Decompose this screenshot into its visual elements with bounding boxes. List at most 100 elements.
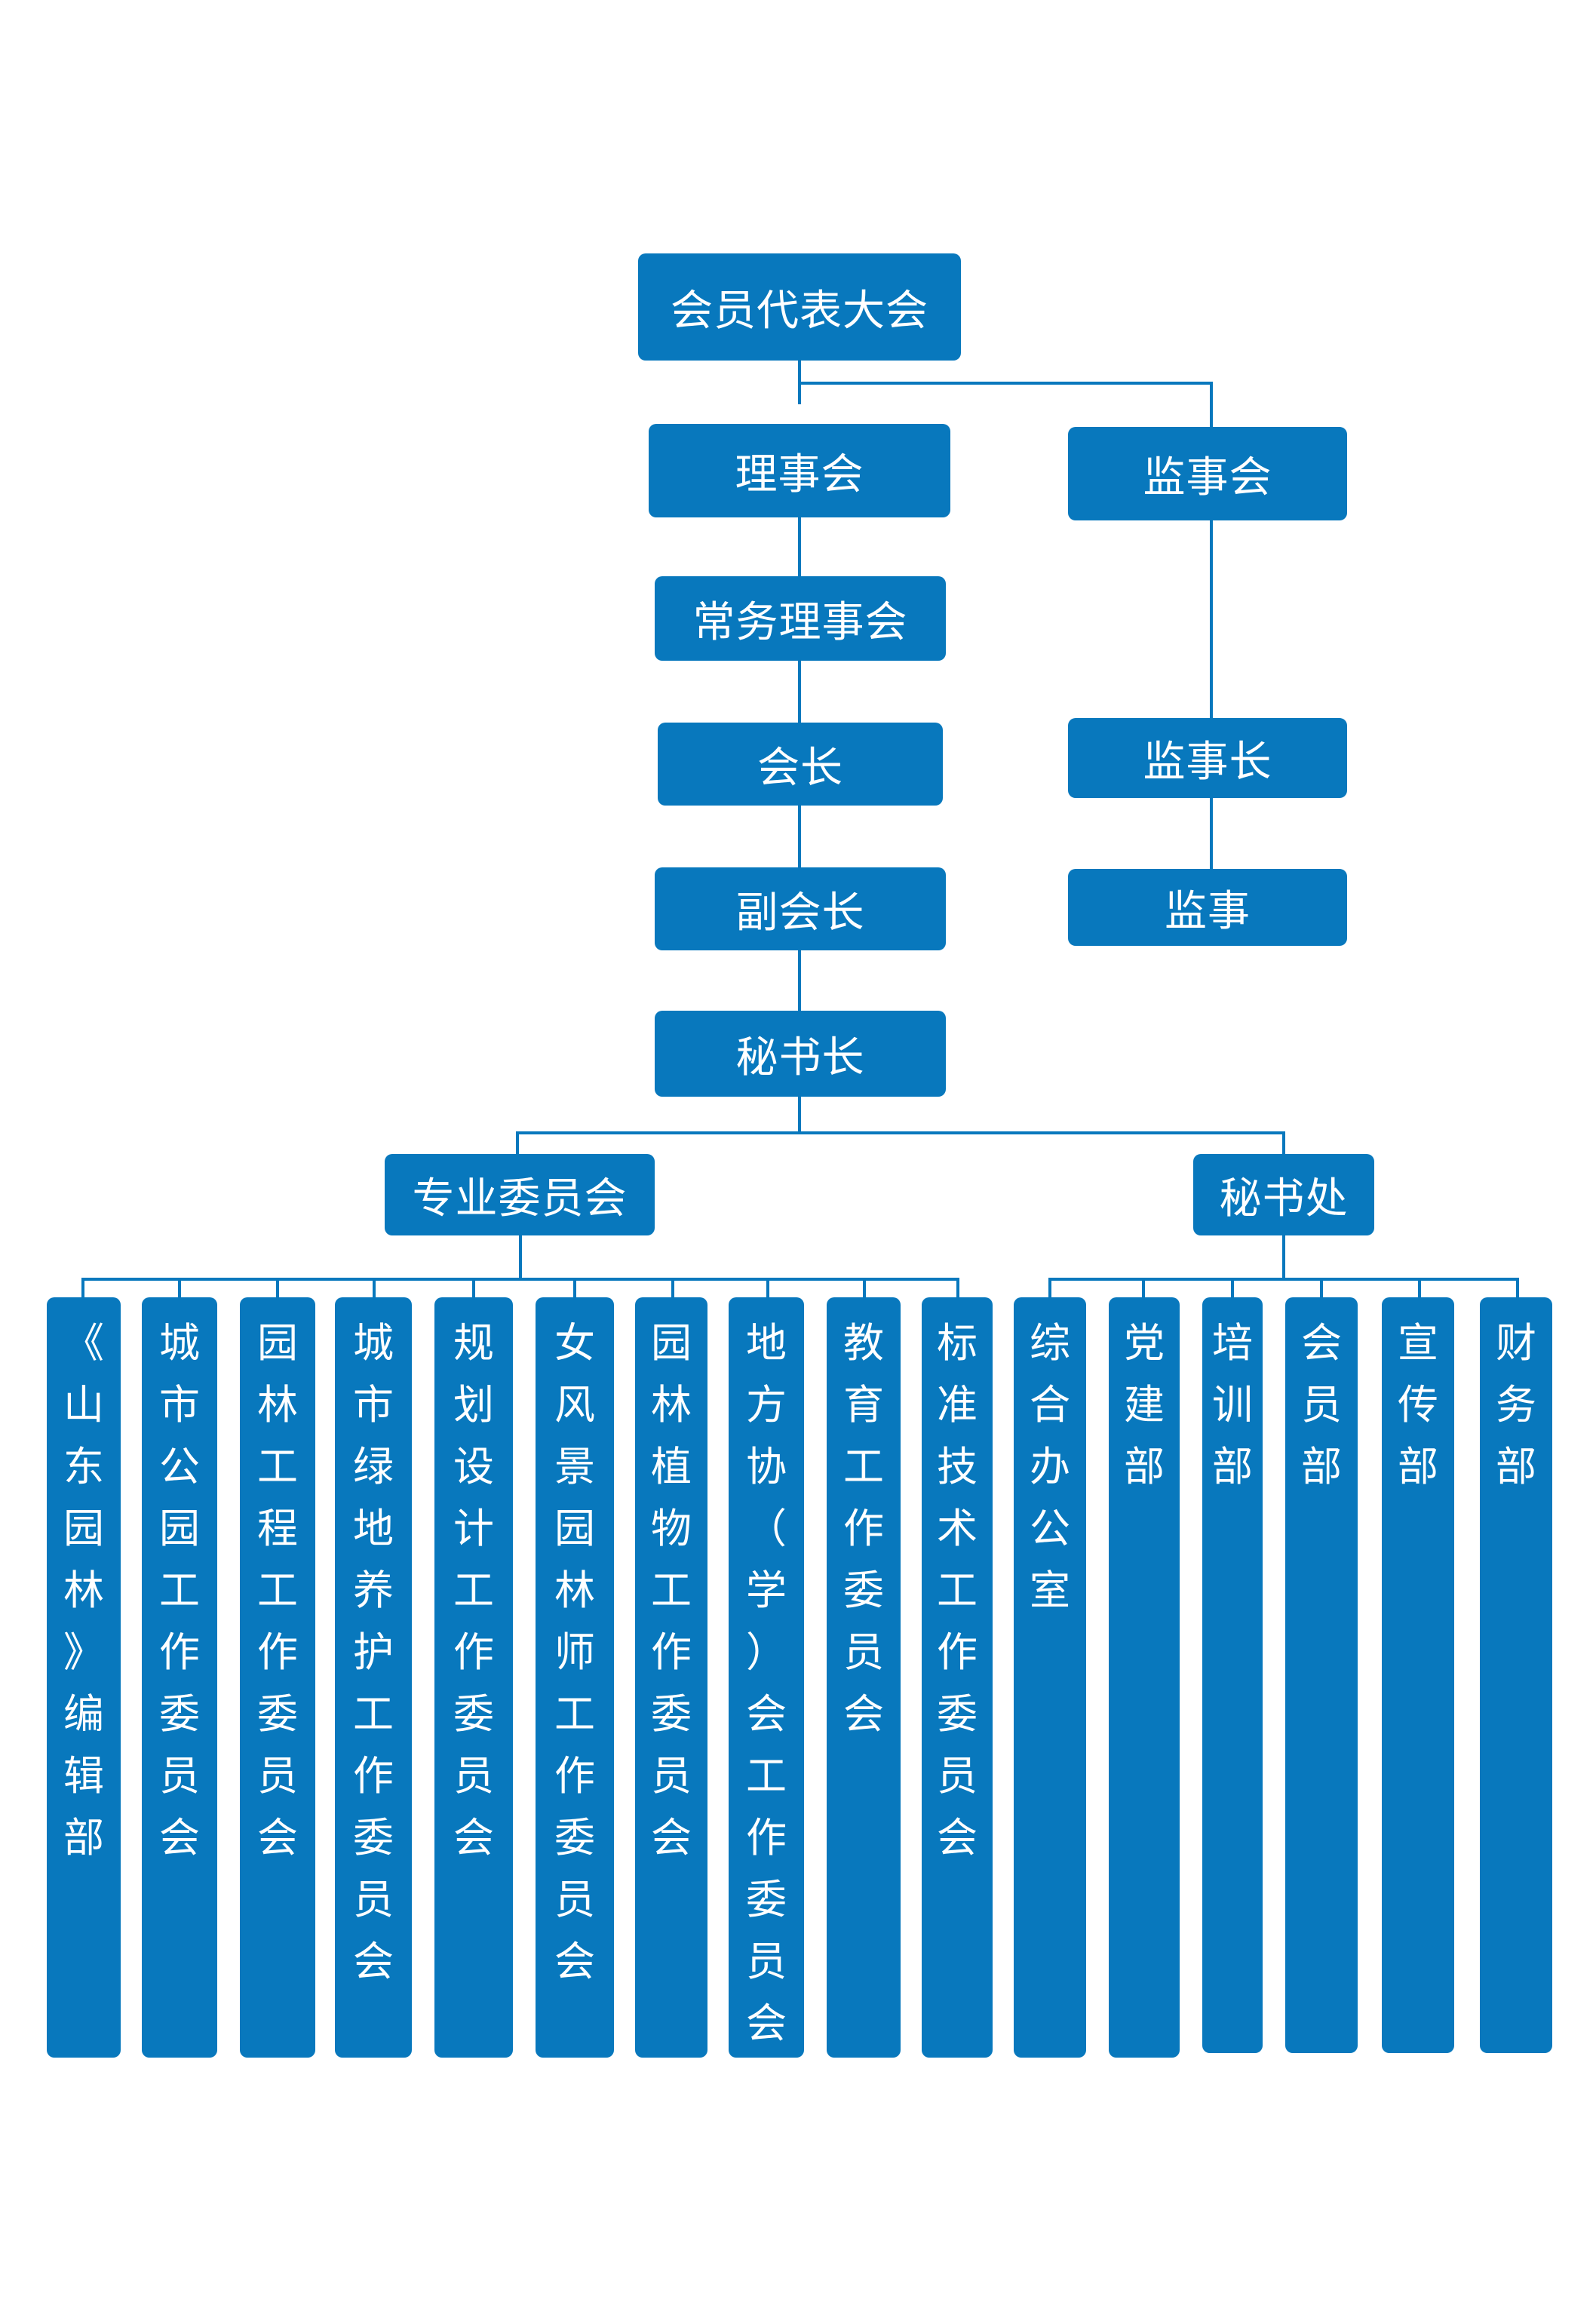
department-box: 财务部 (1480, 1297, 1552, 2053)
vertical-label-char: 作 (843, 1505, 884, 1552)
vertical-label-char: 城 (353, 1319, 394, 1367)
vertical-label-char: 建 (1124, 1381, 1165, 1429)
vertical-label-char: 会 (554, 1938, 595, 1985)
department-box: 宣传部 (1382, 1297, 1454, 2053)
vertical-label-char: 部 (1301, 1443, 1342, 1490)
vertical-label-char: 林 (63, 1567, 104, 1614)
connector (81, 1278, 84, 1297)
vertical-label-char: 部 (63, 1814, 104, 1861)
connector (573, 1278, 576, 1297)
vertical-label-char: 党 (1124, 1319, 1165, 1367)
vertical-label-char: 植 (651, 1443, 692, 1490)
vertical-label-char: 综 (1030, 1319, 1070, 1367)
vertical-label-char: 林 (651, 1381, 692, 1429)
vertical-label-char: 工 (937, 1567, 978, 1614)
vertical-label-char: 员 (257, 1752, 298, 1800)
connector (798, 382, 1213, 385)
committee-box: 园林工程工作委员会 (240, 1297, 315, 2058)
vertical-label-char: 会 (453, 1814, 494, 1861)
committee-box: 教育工作委员会 (827, 1297, 901, 2058)
connector (1210, 798, 1213, 870)
vertical-label-char: 作 (554, 1752, 595, 1800)
vertical-label-char: 会 (746, 1690, 787, 1738)
department-box: 培训部 (1202, 1297, 1263, 2053)
vertical-label-char: 公 (1030, 1505, 1070, 1552)
vertical-label-char: 员 (353, 1876, 394, 1923)
vertical-label-char: 园 (63, 1505, 104, 1552)
vertical-label-char: 训 (1212, 1381, 1253, 1429)
vertical-label-char: 委 (257, 1690, 298, 1738)
vertical-label-char: 委 (453, 1690, 494, 1738)
node-secretariat: 秘书处 (1193, 1154, 1374, 1235)
vertical-label-char: 地 (746, 1319, 787, 1367)
vertical-label-char: 工 (554, 1690, 595, 1738)
vertical-label-char: 工 (746, 1752, 787, 1800)
vertical-label-char: 女 (554, 1319, 595, 1367)
vertical-label-char: 作 (746, 1814, 787, 1861)
department-box: 党建部 (1109, 1297, 1180, 2058)
vertical-label-char: 财 (1496, 1319, 1536, 1367)
vertical-label-char: 作 (257, 1628, 298, 1676)
vertical-label-char: 部 (1124, 1443, 1165, 1490)
vertical-label-char: 务 (1496, 1381, 1536, 1429)
vertical-label-char: 地 (353, 1505, 394, 1552)
connector (766, 1278, 769, 1297)
connector (178, 1278, 181, 1297)
vertical-label-char: 员 (1301, 1381, 1342, 1429)
vertical-label-char: 会 (159, 1814, 200, 1861)
connector (863, 1278, 866, 1297)
vertical-label-char: 育 (843, 1381, 884, 1429)
vertical-label-char: 园 (257, 1319, 298, 1367)
vertical-label-char: 委 (746, 1876, 787, 1923)
vertical-label-char: 委 (651, 1690, 692, 1738)
vertical-label-char: 护 (353, 1628, 394, 1676)
connector (1048, 1278, 1051, 1297)
vertical-label-char: 学 (746, 1567, 787, 1614)
vertical-label-char: 林 (554, 1567, 595, 1614)
department-box: 综合办公室 (1014, 1297, 1086, 2058)
node-president: 会长 (658, 723, 943, 806)
committee-box: 园林植物工作委员会 (635, 1297, 707, 2058)
vertical-label-char: 园 (159, 1505, 200, 1552)
vertical-label-char: 景 (554, 1443, 595, 1490)
vertical-label-char: 员 (937, 1752, 978, 1800)
vertical-label-char: 委 (159, 1690, 200, 1738)
connector (798, 806, 801, 870)
vertical-label-char: 会 (1301, 1319, 1342, 1367)
vertical-label-char: 室 (1030, 1567, 1070, 1614)
vertical-label-char: 物 (651, 1505, 692, 1552)
vertical-label-char: 规 (453, 1319, 494, 1367)
vertical-label-char: 绿 (353, 1443, 394, 1490)
vertical-label-char: 作 (353, 1752, 394, 1800)
vertical-label-char: 教 (843, 1319, 884, 1367)
vertical-label-char: 术 (937, 1505, 978, 1552)
vertical-label-char: 养 (353, 1567, 394, 1614)
vertical-label-char: 市 (353, 1381, 394, 1429)
vertical-label-char: 林 (257, 1381, 298, 1429)
vertical-label-char: 》 (63, 1628, 104, 1676)
vertical-label-char: 标 (937, 1319, 978, 1367)
vertical-label-char: 园 (651, 1319, 692, 1367)
connector (1282, 1235, 1285, 1279)
vertical-label-char: 会 (843, 1690, 884, 1738)
vertical-label-char: 合 (1030, 1381, 1070, 1429)
connector (1320, 1278, 1323, 1297)
connector (1282, 1131, 1285, 1157)
connector (1231, 1278, 1234, 1297)
node-council: 理事会 (649, 424, 950, 517)
vertical-label-char: ） (746, 1628, 787, 1676)
vertical-label-char: 员 (554, 1876, 595, 1923)
vertical-label-char: 工 (257, 1443, 298, 1490)
connector (519, 1235, 522, 1279)
connector (1516, 1278, 1519, 1297)
connector (1048, 1278, 1519, 1281)
committee-box: 城市公园工作委员会 (142, 1297, 217, 2058)
connector (798, 661, 801, 723)
vertical-label-char: 工 (453, 1567, 494, 1614)
vertical-label-char: 方 (746, 1381, 787, 1429)
vertical-label-char: 程 (257, 1505, 298, 1552)
connector (1210, 382, 1213, 430)
vertical-label-char: 工 (353, 1690, 394, 1738)
vertical-label-char: 市 (159, 1381, 200, 1429)
